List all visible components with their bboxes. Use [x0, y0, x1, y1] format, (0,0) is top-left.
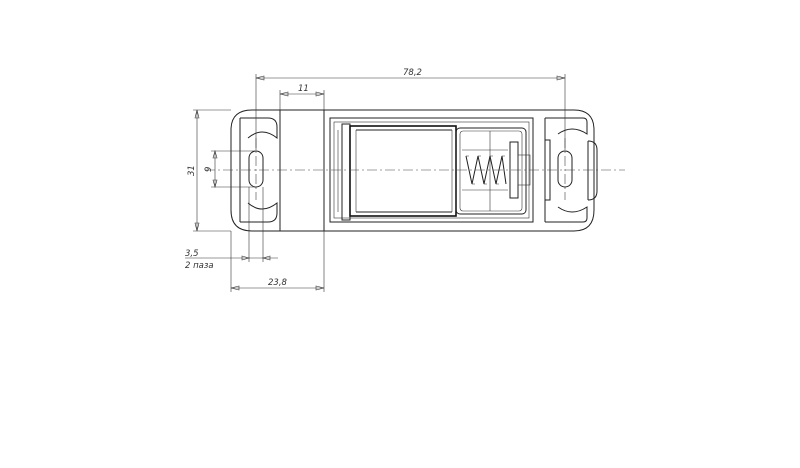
dim-overall-length-label: 78,2	[403, 68, 422, 78]
dim-slot-length-label: 9	[204, 167, 214, 172]
coil	[349, 125, 457, 217]
left-mounting-ear	[239, 117, 278, 223]
plunger-assembly	[455, 127, 531, 215]
dim-height-label: 31	[187, 165, 197, 176]
dim-slot-to-flange-label: 23,8	[268, 278, 288, 288]
dim-slot-width-label: 3,5	[185, 249, 199, 259]
dim-slot-to-flange: 23,8	[230, 231, 325, 292]
dim-height: 31	[187, 109, 231, 232]
dim-flange-width: 11	[279, 84, 325, 110]
dim-slot-width: 3,5 2 паза	[185, 187, 278, 271]
dim-flange-width-label: 11	[298, 84, 309, 94]
housing-end-plate	[341, 123, 351, 221]
part-outline	[230, 109, 598, 232]
spring	[462, 149, 508, 191]
dim-slot-count-label: 2 паза	[185, 261, 214, 271]
dim-slot-length: 9	[204, 149, 256, 189]
dim-overall-length: 78,2	[255, 68, 566, 150]
